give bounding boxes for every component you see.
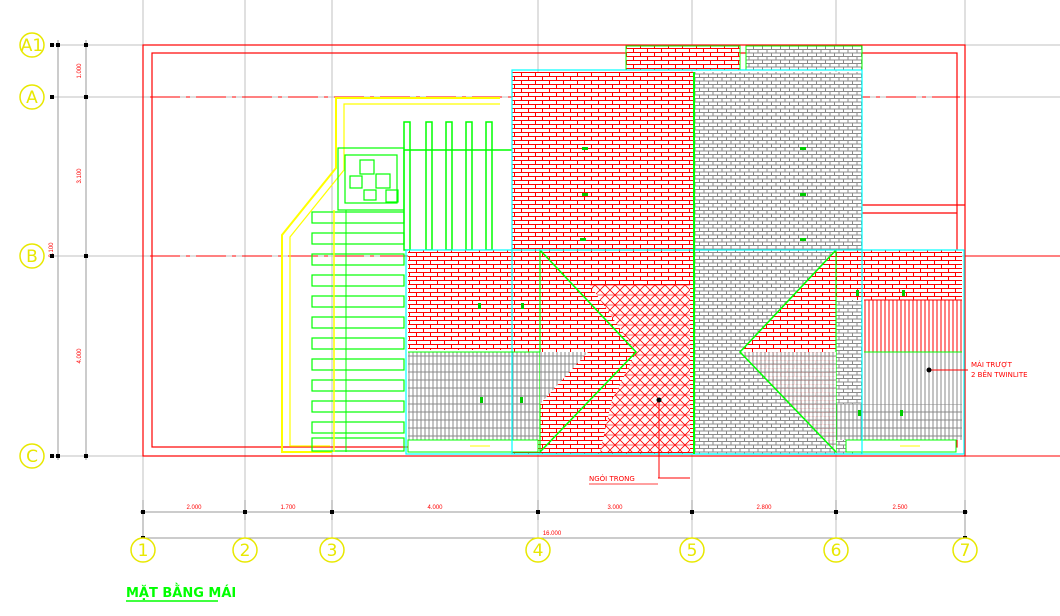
- roof-left-wing-gray: [408, 352, 540, 440]
- svg-text:7: 7: [960, 541, 971, 561]
- roof-right-wing-gray: [862, 352, 962, 404]
- hip-ridge-left: [539, 249, 638, 453]
- svg-text:B: B: [26, 247, 38, 267]
- label-roof-note-1: MÁI TRƯỢT: [971, 360, 1013, 369]
- annotation-tiles: NGÓI TRONG: [589, 397, 690, 485]
- grid-bubble-col-3: 3: [319, 537, 345, 563]
- svg-text:1: 1: [138, 541, 149, 561]
- grid-bubble-row-b: B: [19, 243, 45, 269]
- grid-bubble-col-6: 6: [823, 537, 849, 563]
- grid-bubble-col-4: 4: [525, 537, 551, 563]
- grid-bubble-row-c: C: [19, 443, 45, 469]
- yellow-boundary-inner: [289, 103, 500, 447]
- roof-valley-center: [590, 285, 690, 452]
- stair-steps: [311, 211, 405, 452]
- grid-bubble-col-7: 7: [952, 537, 978, 563]
- drawing-title-group: MẶT BẰNG MÁI: [126, 584, 236, 602]
- drain-markers: [478, 147, 905, 416]
- dimension-bottom: [140, 500, 968, 545]
- grid-bubble-col-2: 2: [232, 537, 258, 563]
- outer-wall: [142, 44, 966, 457]
- roof-left-wing-red: [408, 250, 540, 350]
- pergola-bars: [403, 121, 512, 251]
- svg-text:C: C: [26, 447, 38, 467]
- annotation-roof-note: MÁI TRƯỢT 2 BÊN TWINLITE: [926, 360, 1028, 379]
- dim-4-5: 3.000: [607, 505, 623, 511]
- roof-tiles: [405, 45, 965, 455]
- svg-text:3: 3: [327, 541, 338, 561]
- dim-a-b: 3.100: [77, 168, 83, 184]
- roof-right-wing-red-vert: [862, 300, 962, 352]
- roof-right-wing-red: [836, 250, 962, 300]
- svg-text:A: A: [26, 88, 38, 108]
- roof-top-gray-strip: [745, 45, 863, 71]
- decorative-screen: [337, 147, 405, 211]
- dimension-labels-left: 1.000 3.100 4.000 8.100: [49, 63, 83, 364]
- svg-text:6: 6: [831, 541, 842, 561]
- dim-1-2: 2.000: [186, 505, 202, 511]
- label-roof-note-2: 2 BÊN TWINLITE: [971, 370, 1028, 379]
- dim-2-3: 1.700: [280, 505, 296, 511]
- grid-bubbles-rows: A1 A B C: [19, 32, 54, 469]
- dimension-left: [57, 40, 87, 460]
- grid-bubbles-columns: 1 2 3 4 5 6 7: [130, 537, 978, 563]
- dim-total: 16.000: [543, 531, 562, 537]
- dim-3-4: 4.000: [427, 505, 443, 511]
- yellow-boundary: [281, 97, 500, 453]
- label-tiles: NGÓI TRONG: [589, 474, 635, 483]
- svg-text:5: 5: [687, 541, 698, 561]
- roof-top-red-strip: [625, 45, 741, 71]
- roof-outline-cyan: [405, 69, 965, 455]
- drawing-title: MẶT BẰNG MÁI: [126, 584, 236, 601]
- svg-text:4: 4: [533, 541, 544, 561]
- roof-right-wing-gray-low: [836, 404, 962, 440]
- svg-text:A1: A1: [21, 36, 43, 56]
- grid-bubble-row-a1: A1: [19, 32, 45, 58]
- dimension-ticks-left: [56, 43, 88, 458]
- grid-bubble-col-5: 5: [679, 537, 705, 563]
- hip-ridge-right: [738, 249, 837, 453]
- dimension-labels-bottom: 2.000 1.700 4.000 3.000 2.800 2.500 16.0…: [186, 505, 908, 537]
- svg-text:2: 2: [240, 541, 251, 561]
- dim-6-7: 2.500: [892, 505, 908, 511]
- roof-hip-left-gray: [540, 352, 588, 404]
- grid-bubble-row-a: A: [19, 84, 45, 110]
- dim-a1-a: 1.000: [77, 63, 83, 79]
- dim-5-6: 2.800: [756, 505, 772, 511]
- grid-bubble-col-1: 1: [130, 537, 156, 563]
- dim-vertical-total: 8.100: [49, 242, 55, 258]
- dim-b-c: 4.000: [77, 348, 83, 364]
